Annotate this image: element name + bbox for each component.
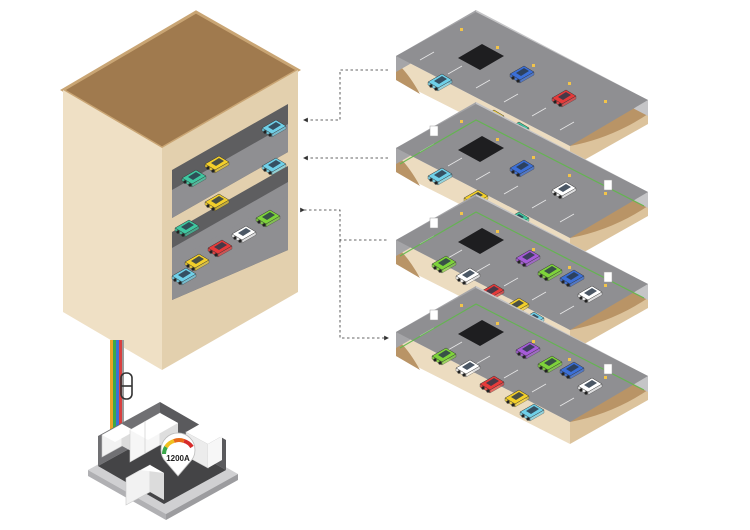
switchgear-cabinet-front <box>125 464 164 506</box>
ev-charger-unit <box>603 179 613 191</box>
exploded-levels <box>396 10 648 444</box>
connector-arrow-1 <box>303 69 388 123</box>
parked-car <box>509 65 535 84</box>
parked-car <box>577 377 603 396</box>
building-floor-opening-1 <box>172 104 288 218</box>
building-car <box>261 119 287 138</box>
building-car <box>204 193 230 212</box>
ramp <box>458 136 504 162</box>
ramp <box>458 44 504 70</box>
parked-car <box>509 159 535 178</box>
parked-car <box>559 361 585 380</box>
ev-charger-unit <box>429 217 439 229</box>
parked-car <box>577 285 603 304</box>
building-car <box>231 225 257 244</box>
ev-charger-unit <box>603 363 613 375</box>
building-cars <box>171 119 287 286</box>
parked-car <box>427 167 453 186</box>
building-car <box>261 157 287 176</box>
ramp <box>458 320 504 346</box>
current-meter-badge: 1200A <box>160 432 196 477</box>
building-top <box>63 12 298 148</box>
parked-car <box>504 389 530 408</box>
ev-charger-unit <box>429 125 439 137</box>
parked-car <box>515 249 541 268</box>
parked-car <box>479 375 505 394</box>
ev-charger-unit <box>603 271 613 283</box>
connector-arrow-4 <box>339 240 389 341</box>
ramp <box>458 228 504 254</box>
building-car <box>181 169 207 188</box>
parking-building <box>60 10 302 370</box>
building-car <box>171 267 197 286</box>
building-car <box>174 219 200 238</box>
parked-car <box>551 181 577 200</box>
parked-car <box>431 347 457 366</box>
building-car <box>207 239 233 258</box>
parked-car <box>427 73 453 92</box>
building-car <box>184 253 210 272</box>
building-car <box>204 155 230 174</box>
parked-car <box>519 403 545 422</box>
building-car <box>255 209 281 228</box>
parked-car <box>515 341 541 360</box>
ev-charger-unit <box>429 309 439 321</box>
parked-car <box>537 263 563 282</box>
parked-car <box>455 359 481 378</box>
electrical-room: 1200A <box>88 402 238 520</box>
parking-level-4 <box>396 286 648 444</box>
parked-car <box>537 355 563 374</box>
parked-car <box>455 267 481 286</box>
connector-arrow-3 <box>300 207 388 241</box>
parked-car <box>551 89 577 108</box>
level-connectors <box>300 69 389 341</box>
meter-reading: 1200A <box>166 454 190 463</box>
current-clamp-icon <box>120 372 133 400</box>
building-left-face <box>63 90 162 370</box>
parked-car <box>559 269 585 288</box>
parked-car <box>431 255 457 274</box>
